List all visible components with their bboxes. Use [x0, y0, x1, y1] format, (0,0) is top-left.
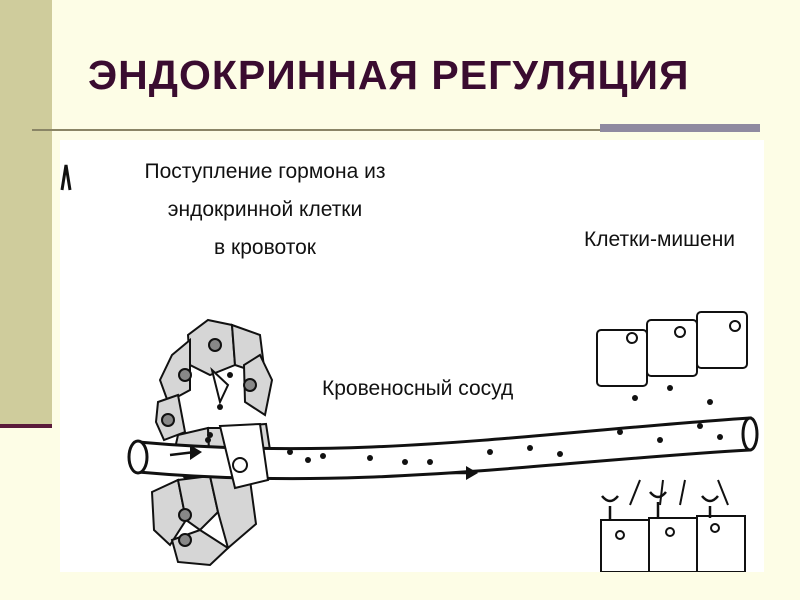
gland-over-vessel [218, 422, 270, 490]
receptor-arrows [629, 479, 729, 506]
flow-arrow-1-head [190, 445, 202, 460]
caption-line-2: эндокринной клетки [168, 198, 362, 221]
caption-line-1: Поступление гормона из [145, 160, 386, 183]
target-cells-label: Клетки-мишени [584, 228, 735, 251]
side-accent-bar [0, 0, 52, 425]
vessel-label: Кровеносный сосуд [322, 377, 513, 400]
hormone-particles [205, 372, 723, 465]
title-divider-accent [600, 124, 760, 132]
title-divider [32, 129, 760, 131]
receptors [601, 491, 719, 520]
corner-mark [60, 164, 72, 191]
endocrine-diagram: Поступление гормона из эндокринной клетк… [60, 140, 764, 572]
target-cells-upper [596, 311, 748, 387]
flow-arrow-2-head [466, 466, 478, 480]
slide-title: ЭНДОКРИННАЯ РЕГУЛЯЦИЯ [88, 52, 690, 98]
diagram-svg: Поступление гормона из эндокринной клетк… [60, 160, 759, 572]
caption-line-3: в кровоток [214, 236, 317, 259]
target-cells-lower [600, 515, 746, 572]
blood-vessel [127, 416, 759, 481]
side-accent-line [0, 424, 52, 428]
